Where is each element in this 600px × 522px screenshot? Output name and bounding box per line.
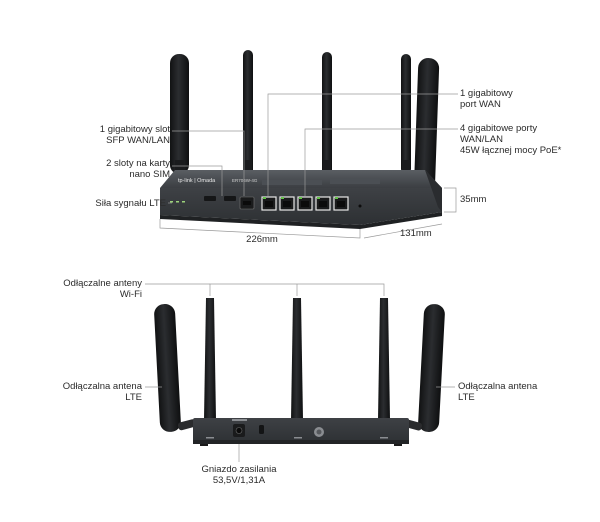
lan-port-3: [315, 196, 331, 211]
label-wifi-antennas: Odłączalne anteny Wi-Fi: [10, 278, 142, 300]
lte-signal-leds: [170, 201, 185, 203]
top-wifi-antenna-3: [401, 54, 411, 180]
rear-leader-lines: [145, 283, 455, 462]
label-gigabit-wan: 1 gigabitowy port WAN: [460, 88, 513, 110]
rear-lte-antenna-left: [154, 304, 197, 432]
lan-port-4: [333, 196, 349, 211]
top-wifi-antenna-1: [243, 50, 253, 180]
label-gigabit-lan: 4 gigabitowe porty WAN/LAN 45W łącznej m…: [460, 123, 561, 156]
label-gigabit-wan-line1: 1 gigabitowy: [460, 88, 513, 99]
label-gigabit-lan-line3: 45W łącznej mocy PoE*: [460, 145, 562, 156]
dimension-height: 35mm: [460, 194, 486, 205]
label-power-jack-line1: Gniazdo zasilania: [201, 464, 277, 475]
label-nano-sim-line1: 2 sloty na karty: [106, 158, 170, 169]
dimension-depth-text: 131mm: [400, 228, 432, 239]
label-lte-antenna-left-line1: Odłączalna antena: [62, 381, 142, 392]
label-gigabit-lan-line1: 4 gigabitowe porty: [460, 123, 538, 134]
label-wifi-antennas-line1: Odłączalne anteny: [63, 278, 142, 289]
top-leader-lines: [159, 93, 458, 239]
dimension-depth: 131mm: [400, 228, 432, 239]
wan-port: [261, 196, 277, 211]
label-lte-antenna-right: Odłączalna antena LTE: [458, 381, 537, 403]
label-sfp-slot-line1: 1 gigabitowy slot: [99, 124, 170, 135]
rear-lte-antenna-right: [403, 304, 445, 432]
rear-wifi-antenna-3: [378, 298, 390, 432]
label-sfp-slot-line2: SFP WAN/LAN: [106, 135, 170, 146]
sfp-port: [239, 196, 255, 210]
lan-port-1: [279, 196, 295, 211]
label-nano-sim: 2 sloty na karty nano SIM: [40, 158, 170, 180]
label-wifi-antennas-line2: Wi-Fi: [119, 289, 142, 300]
label-lte-signal: Siła sygnału LTE: [40, 198, 166, 209]
sim-slot-2: [224, 196, 236, 201]
rear-wifi-antenna-1: [204, 298, 216, 432]
label-gigabit-lan-line2: WAN/LAN: [460, 134, 503, 145]
grounding-screw: [314, 427, 324, 437]
top-wifi-antenna-2: [322, 52, 332, 180]
kensington-lock: [259, 425, 264, 434]
rear-antenna-connector-labels: [206, 437, 388, 439]
label-lte-signal-text: Siła sygnału LTE: [95, 198, 166, 209]
label-power-jack: Gniazdo zasilania 53,5V/1,31A: [180, 464, 298, 486]
label-gigabit-wan-line2: port WAN: [460, 99, 501, 110]
label-power-jack-line2: 53,5V/1,31A: [212, 475, 266, 486]
label-lte-antenna-right-line1: Odłączalna antena: [458, 381, 538, 392]
dimension-width-text: 226mm: [246, 234, 278, 245]
top-lte-antenna-left: [170, 54, 189, 182]
label-sfp-slot: 1 gigabitowy slot SFP WAN/LAN: [40, 124, 170, 146]
label-lte-antenna-left: Odłączalna antena LTE: [10, 381, 142, 403]
dimension-height-text: 35mm: [460, 194, 487, 205]
reset-button: [358, 204, 362, 208]
device-model: ER706W-4G: [232, 178, 258, 183]
label-nano-sim-line2: nano SIM: [129, 169, 170, 180]
label-lte-antenna-left-line2: LTE: [125, 392, 142, 403]
power-jack: [232, 419, 247, 437]
label-lte-antenna-right-line2: LTE: [458, 392, 475, 403]
rear-wifi-antenna-2: [291, 298, 303, 432]
device-branding: tp-link | Omada: [178, 178, 216, 184]
lan-port-2: [297, 196, 313, 211]
rear-router-body: [193, 418, 409, 446]
dimension-width: 226mm: [232, 234, 292, 245]
sim-slot-1: [204, 196, 216, 201]
